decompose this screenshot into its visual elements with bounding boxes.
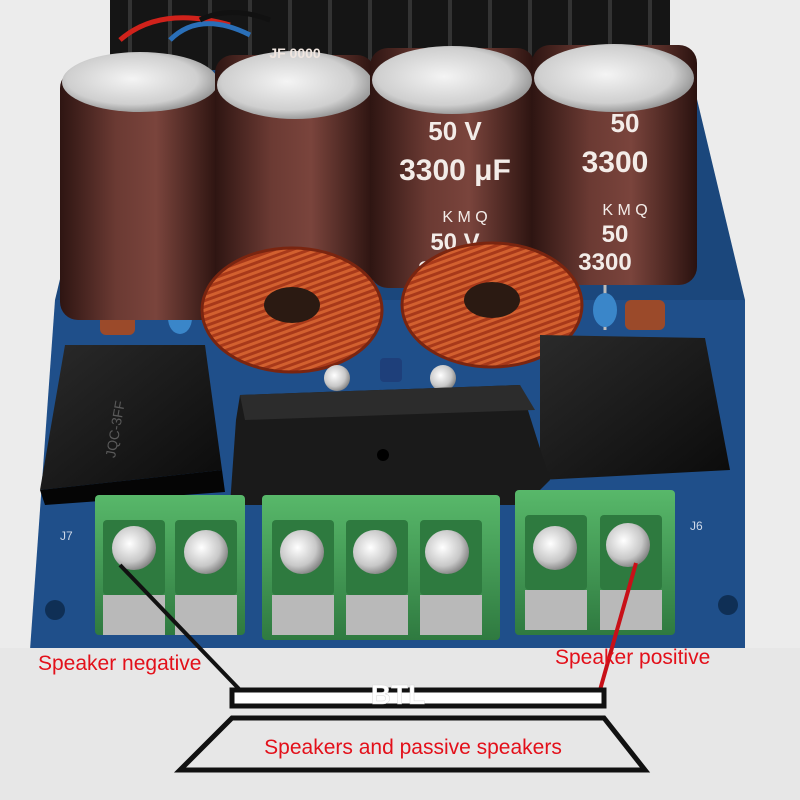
btl-label: BTL	[371, 679, 425, 710]
screw	[184, 530, 228, 574]
mount-hole	[45, 600, 65, 620]
negative-wire-line	[118, 563, 242, 692]
resistor-right	[593, 285, 617, 330]
speakers-label: Speakers and passive speakers	[264, 736, 562, 759]
cap-text: 3300	[578, 249, 631, 276]
terminal-block-right	[515, 490, 675, 635]
red-wire	[118, 15, 231, 42]
cap-text: 50	[602, 221, 629, 248]
cap-text: 50	[611, 108, 640, 138]
pcb-label-j6: J6	[690, 519, 703, 533]
capacitor-small	[625, 300, 665, 330]
relay-right	[540, 335, 730, 480]
mount-hole	[718, 595, 738, 615]
screw	[353, 530, 397, 574]
terminal-block-left	[95, 495, 245, 635]
pcb-label-j7: J7	[60, 529, 73, 543]
power-module	[230, 385, 550, 505]
screw	[324, 365, 350, 391]
small-capacitor	[380, 358, 402, 382]
capacitor-2: JF 0000	[215, 45, 375, 290]
inductor-left	[200, 246, 384, 374]
screw	[112, 526, 156, 570]
screw	[533, 526, 577, 570]
cap-text: JF 0000	[269, 45, 321, 61]
cap-text: 50 V	[428, 116, 482, 146]
blue-wire	[168, 21, 252, 42]
cap-text: 3300 μF	[399, 154, 511, 187]
speaker-positive-label: Speaker positive	[555, 646, 710, 669]
cap-text: K M Q	[442, 209, 487, 226]
positive-wire-line	[598, 562, 638, 691]
cap-text: K M Q	[602, 202, 647, 219]
screw	[606, 523, 650, 567]
cap-text: 3300	[582, 146, 649, 179]
capacitor-3: 50 V 3300 μF K M Q 50 V 3300	[370, 46, 535, 288]
lower-area	[0, 648, 800, 800]
screw	[425, 530, 469, 574]
relay-left: JQC-3FF	[40, 345, 225, 505]
black-wire	[198, 10, 271, 23]
speaker-negative-label: Speaker negative	[38, 652, 201, 675]
capacitor-1	[60, 52, 220, 320]
speaker-box	[173, 715, 651, 773]
screw	[430, 365, 456, 391]
inductor-right	[400, 241, 584, 369]
screw	[280, 530, 324, 574]
terminal-block-middle	[262, 495, 500, 640]
capacitor-4: 50 3300 K M Q 50 3300	[532, 44, 697, 285]
btl-bar	[229, 687, 607, 709]
